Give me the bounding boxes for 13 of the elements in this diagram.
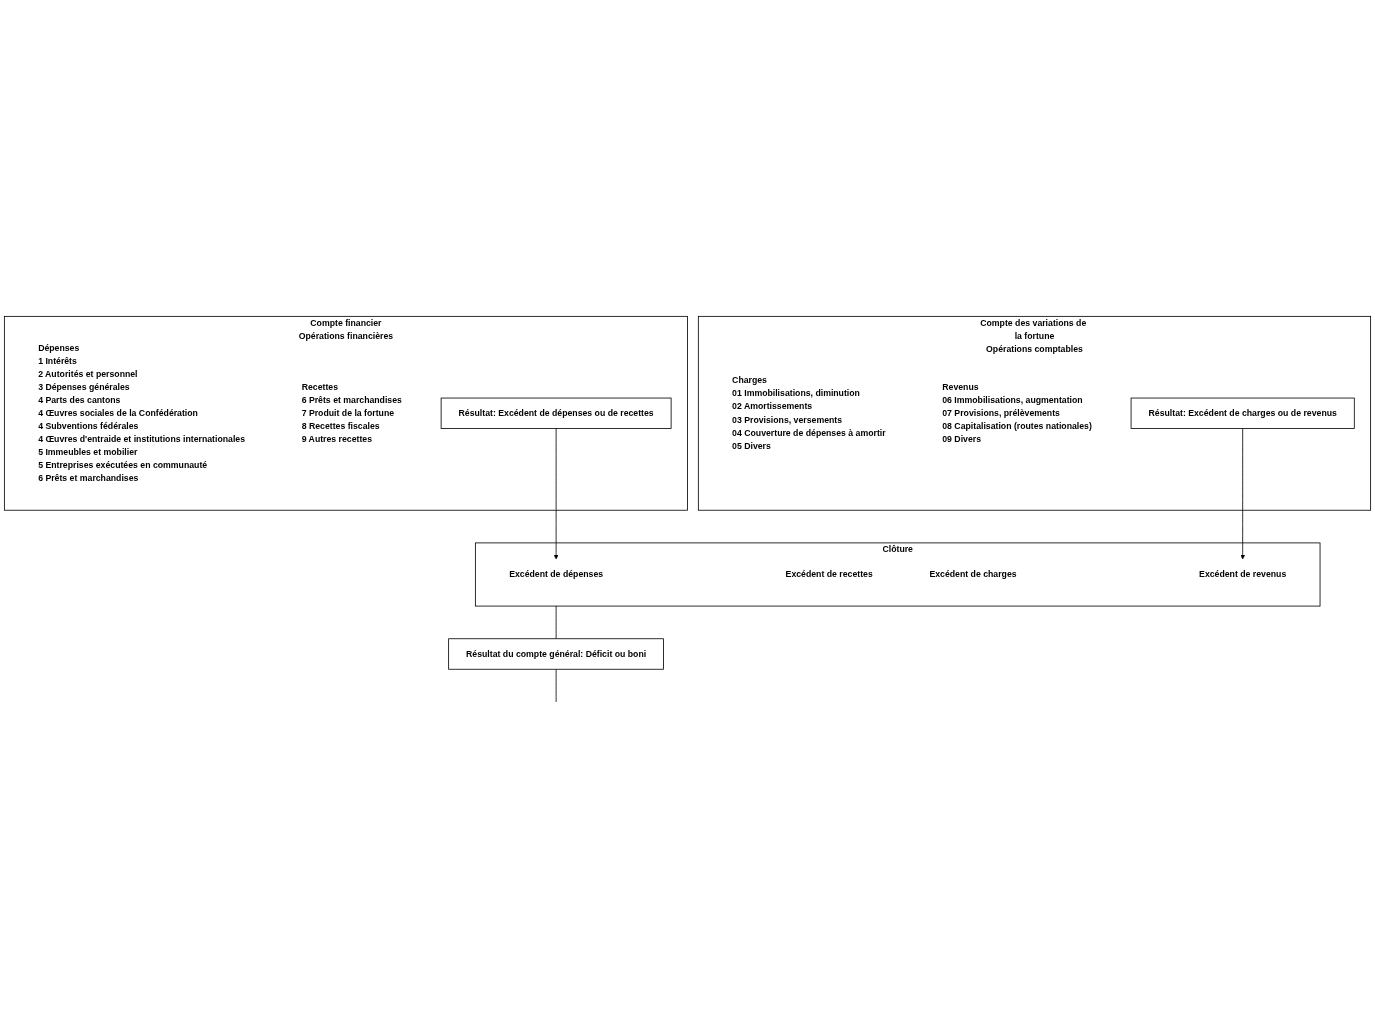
node-text: Excédent de revenus: [1199, 569, 1287, 579]
node-text: Excédent de charges: [929, 569, 1017, 579]
node-text: Revenus 06 Immobilisations, augmentation 07 Provisions, prélèvements 08 Capitalisation (routes nationales) 09 Divers: [942, 382, 1092, 444]
node-box: Résultat du compte général: Déficit ou boni: [448, 638, 664, 670]
node-box: Résultat: Excédent de charges ou de revenus: [1130, 397, 1355, 430]
node-box: Résultat: Excédent de dépenses ou de recettes: [440, 397, 672, 430]
node-text: Dépenses 1 Intérêts 2 Autorités et personnel 3 Dépenses générales 4 Parts des cantons 4 Œuvres sociales de la Confédération 4 Subventions fédérales 4 Œuvres d'entraide et institutions internationales 5 Immeubles et mobilier 5 Entreprises exécutées en communauté 6 Prêts et marchandises: [38, 343, 246, 484]
connector: [555, 669, 557, 703]
node-text: Excédent de recettes: [785, 569, 873, 579]
connector: [555, 605, 557, 640]
node-text: Charges 01 Immobilisations, diminution 02 Amortissements 03 Provisions, versements 04 Couverture de dépenses à amortir 05 Divers: [732, 375, 886, 451]
node-text: Excédent de dépenses: [509, 569, 604, 579]
node-text: Recettes 6 Prêts et marchandises 7 Produit de la fortune 8 Recettes fiscales 9 Autres recettes: [301, 382, 402, 444]
